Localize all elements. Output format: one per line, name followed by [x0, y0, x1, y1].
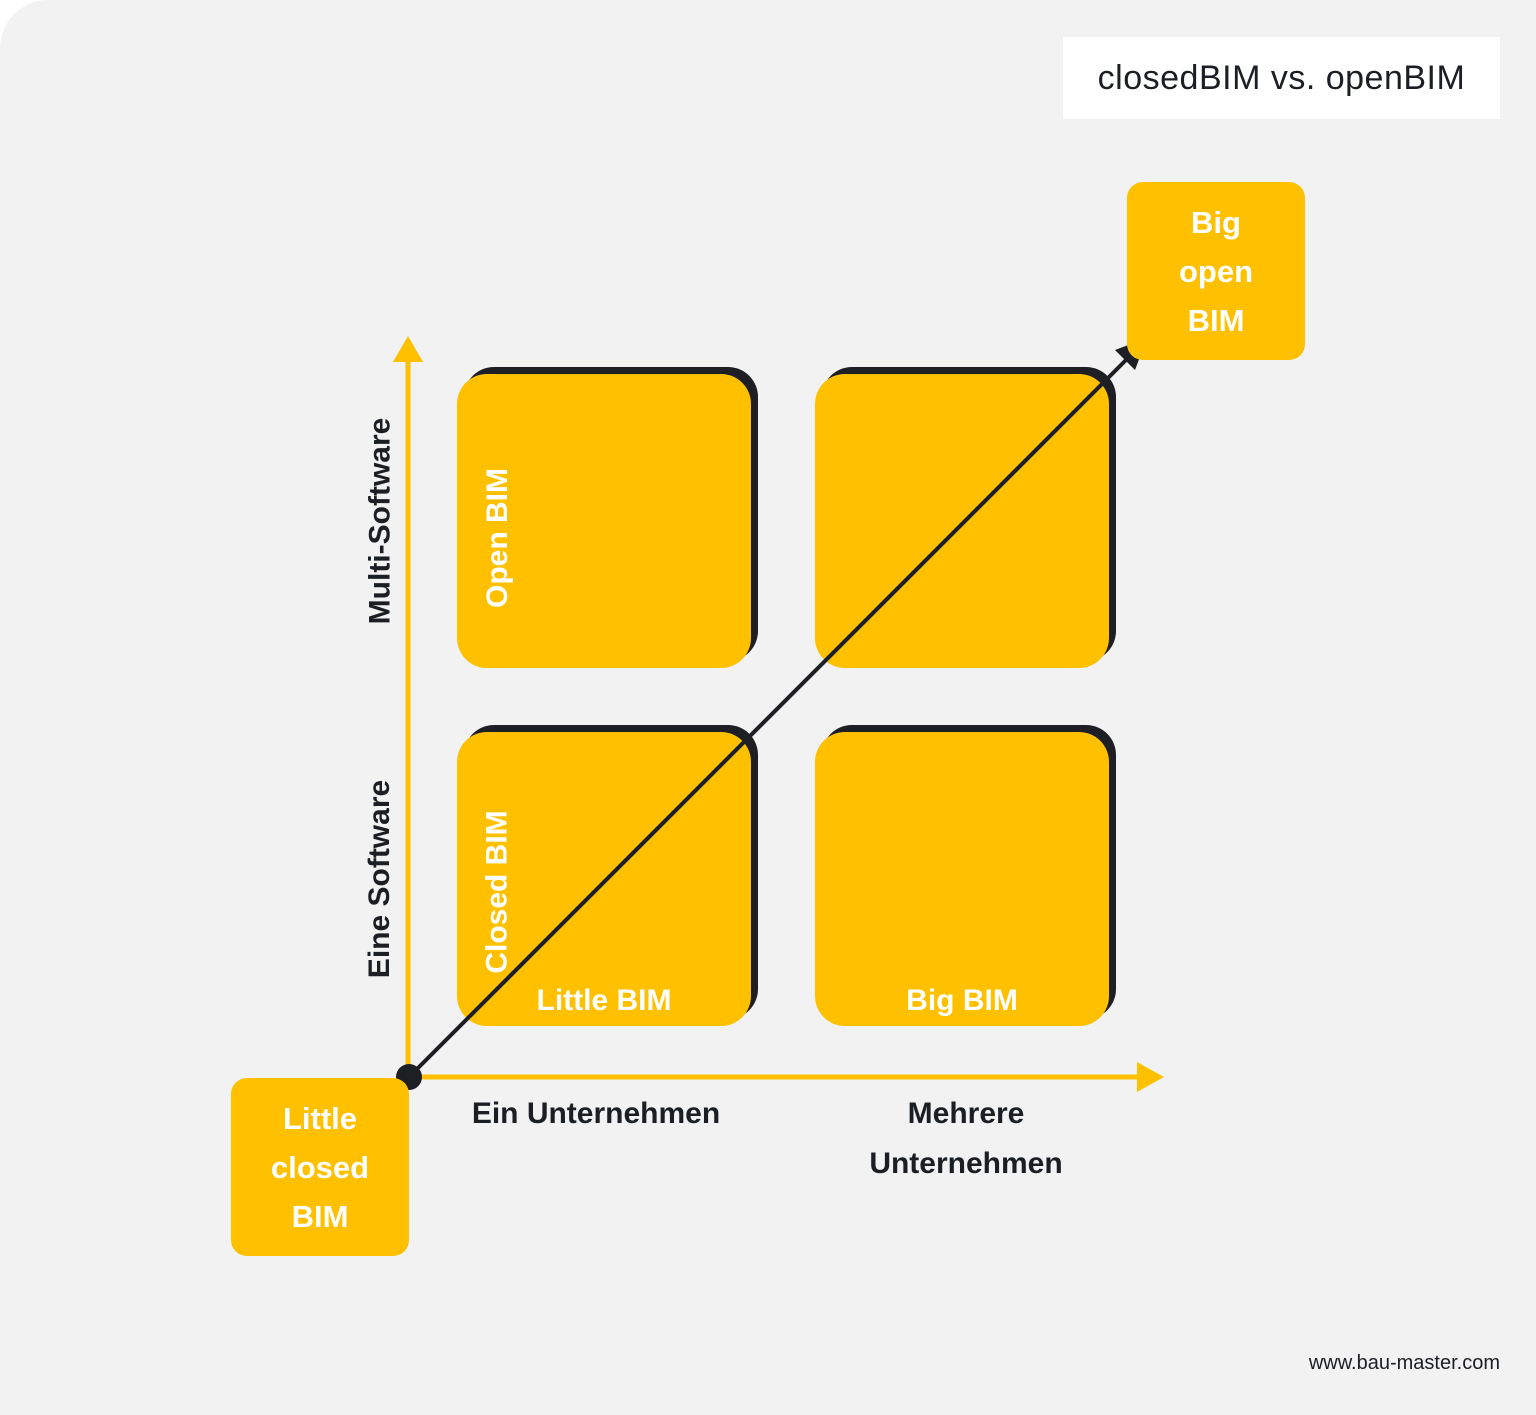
y-axis-label-lower-wrap: Eine Software [350, 732, 410, 1026]
footer-url: www.bau-master.com [1308, 1352, 1500, 1374]
x-axis-label-ein-unternehmen-text: Ein Unternehmen [471, 1097, 721, 1130]
x-axis-label-line-1: Mehrere [907, 1097, 1025, 1130]
tile-little-bim-label: Little BIM [536, 984, 672, 1017]
tile-little-bim: Closed BIM Little BIM [457, 732, 751, 1026]
x-axis-label-ein-unternehmen: Ein Unternehmen [446, 1089, 746, 1139]
start-box-line-1: Little [282, 1100, 358, 1136]
title-box: closedBIM vs. openBIM [1063, 37, 1500, 119]
end-box-line-1: Big [1191, 204, 1241, 240]
diagram-title: closedBIM vs. openBIM [1097, 58, 1466, 97]
y-axis-label-eine-software: Eine Software [363, 779, 397, 979]
diagonal-arrow-line [407, 351, 1135, 1079]
x-axis-arrowhead [1137, 1062, 1164, 1092]
start-box-line-3: BIM [291, 1198, 349, 1234]
end-box-line-3: BIM [1187, 302, 1245, 338]
start-box-line-2: closed [270, 1149, 370, 1185]
start-box-little-closed-bim: Little closed BIM [231, 1078, 409, 1256]
end-box-line-2: open [1178, 253, 1254, 289]
tile-big-bim-label: Big BIM [906, 984, 1018, 1017]
tile-open-bim: Open BIM [457, 374, 751, 668]
tile-big-bim: Big BIM [815, 732, 1109, 1026]
y-axis-label-upper-wrap: Multi-Software [350, 374, 410, 668]
x-axis-label-mehrere-unternehmen: Mehrere Unternehmen [816, 1089, 1116, 1189]
tile-big-open-bim [815, 374, 1109, 668]
x-axis-label-line-2: Unternehmen [869, 1147, 1063, 1180]
y-axis-label-multi-software: Multi-Software [363, 417, 397, 625]
end-box-big-open-bim: Big open BIM [1127, 182, 1305, 360]
y-axis-arrowhead [393, 336, 423, 362]
